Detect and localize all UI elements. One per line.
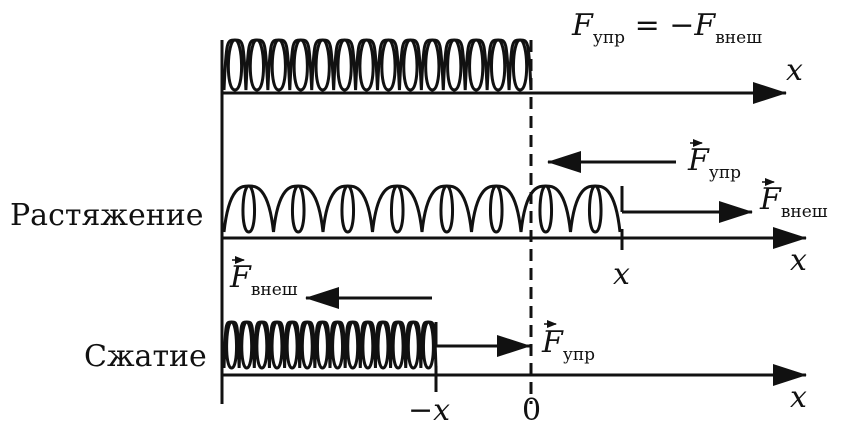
spring-equilibrium — [222, 38, 533, 92]
tick-label-neg-x: −x — [408, 393, 450, 424]
svg-text:Fвнеш: Fвнеш — [759, 182, 828, 222]
row-label-compress: Сжатие — [84, 339, 207, 374]
axis-label-bottom: x — [790, 380, 807, 415]
svg-text:Fупр: Fупр — [687, 143, 741, 183]
label-external-compress: Fвнеш — [229, 256, 298, 300]
formula-f1: F — [571, 8, 594, 43]
tick-label-x: x — [613, 257, 630, 292]
tick-label-zero: 0 — [522, 393, 541, 424]
label-external-stretch: Fвнеш — [759, 178, 828, 222]
spring-compressed — [222, 320, 438, 370]
axis-label-middle: x — [790, 243, 807, 278]
axis-label-top: x — [786, 53, 803, 88]
row-label-stretch: Растяжение — [10, 198, 204, 233]
label-elastic-compress: Fупр — [541, 320, 595, 365]
spring-stretched — [222, 184, 622, 234]
label-elastic-stretch: Fупр — [687, 139, 741, 183]
svg-text:Fупр: Fупр — [541, 325, 595, 365]
formula-f2: F — [693, 8, 716, 43]
top-formula: Fупр = −Fвнеш — [571, 8, 762, 48]
formula-sub1: упр — [593, 28, 625, 48]
formula-sub2: внеш — [715, 28, 762, 48]
svg-text:Fвнеш: Fвнеш — [229, 260, 298, 300]
formula-eq: = − — [625, 8, 694, 43]
